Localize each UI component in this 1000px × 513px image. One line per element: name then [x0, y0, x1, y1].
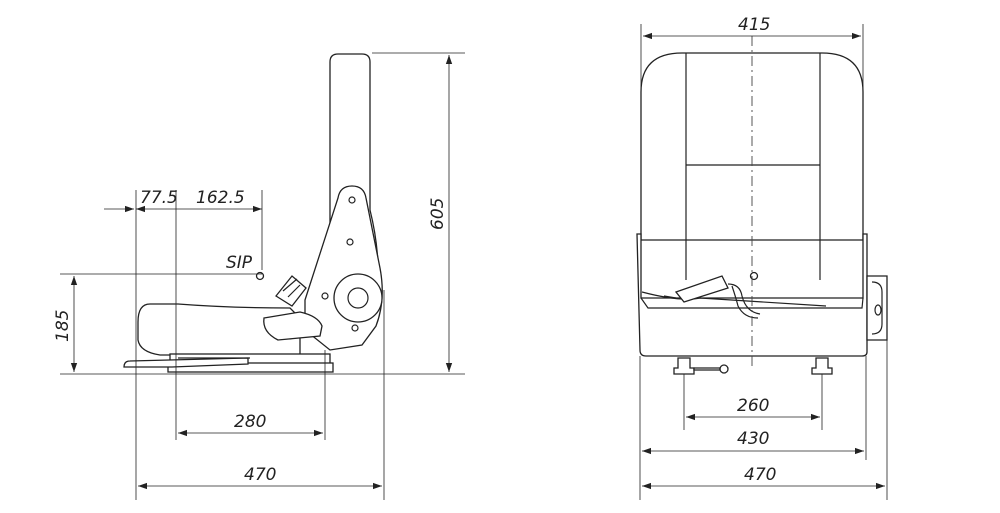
recline-knob-grip [282, 278, 301, 298]
switch-cable [727, 283, 761, 319]
mount-stud-right [811, 357, 833, 375]
dim-offset-sip-label: 162.5 [196, 188, 245, 208]
side-bracket-hinge [871, 281, 883, 335]
slide-knob-front [719, 364, 729, 374]
dim-total-height-label: 605 [428, 198, 448, 230]
slide-handle [123, 357, 249, 368]
recline-knob [275, 275, 307, 307]
slide-bar-front [693, 367, 721, 371]
dim-offset-front-label: 77.5 [140, 188, 178, 208]
recline-hub-inner [347, 287, 369, 309]
sip-point [255, 271, 265, 281]
cushion-edge [641, 291, 827, 307]
bolt-lower [351, 324, 359, 332]
seat-cushion-side [137, 303, 301, 356]
cable-tie [663, 295, 677, 299]
side-bracket [866, 275, 888, 341]
side-view: 77.5 162.5 SIP 185 605 280 470 [53, 52, 465, 500]
bolt-upper [348, 196, 356, 204]
dim-rail-length-label: 280 [234, 412, 266, 432]
dim-backrest-width-label: 415 [738, 15, 770, 35]
dim-base-width-label: 430 [737, 429, 769, 449]
bolt-arm [321, 292, 329, 300]
recline-hub [333, 273, 383, 323]
front-view: 415 260 430 470 [636, 15, 888, 500]
dim-mount-spacing-label: 260 [737, 396, 769, 416]
bolt-middle [346, 238, 354, 246]
seat-shell-front [636, 233, 868, 357]
side-bracket-pivot [874, 304, 882, 316]
dim-total-width-label: 470 [744, 465, 776, 485]
dim-height-sip-label: 185 [53, 310, 73, 342]
seat-cushion-front [640, 297, 864, 309]
mount-stud-left [673, 357, 695, 375]
sip-label: SIP [226, 253, 253, 273]
adjust-lever [263, 311, 323, 341]
backrest-front [640, 52, 864, 241]
dim-total-depth-label: 470 [244, 465, 276, 485]
seat-switch [674, 275, 729, 303]
